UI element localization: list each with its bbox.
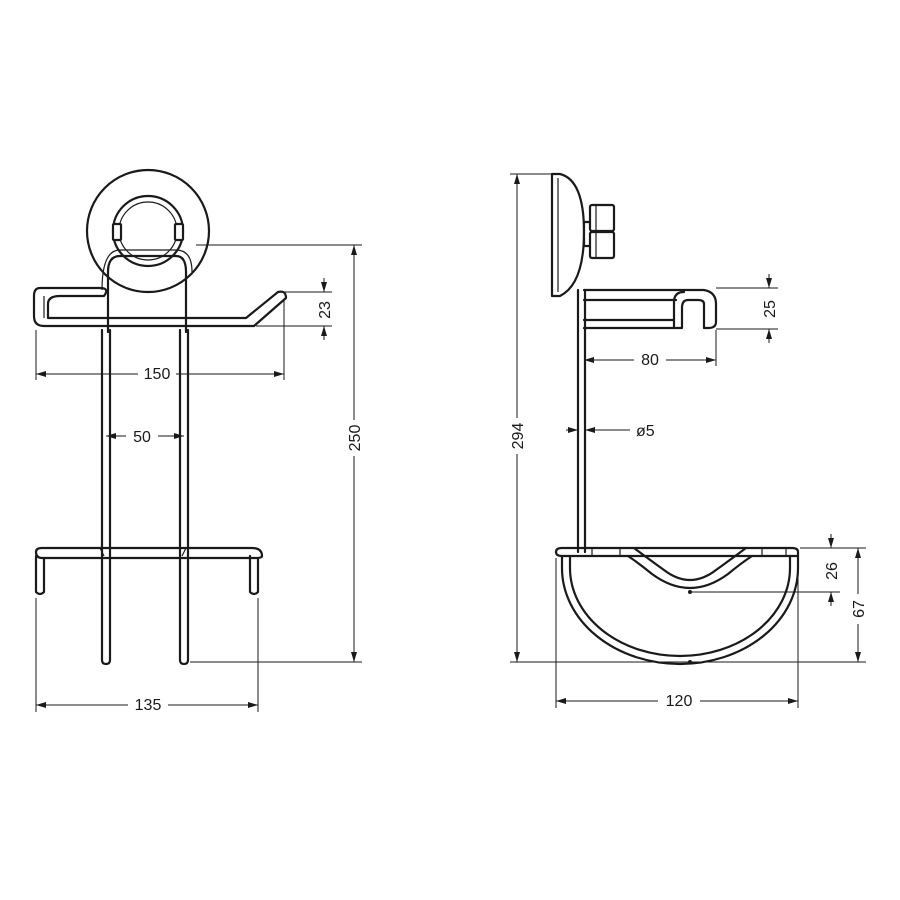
dim-label-cup-inner-depth: 26 xyxy=(824,562,841,580)
dim-total-height-side: 294 xyxy=(506,173,690,663)
dim-label-total-height-side: 294 xyxy=(510,423,527,450)
dim-rod-spacing: 50 xyxy=(106,426,184,446)
dim-cup-height: 67 xyxy=(692,547,869,663)
dim-label-cup-height: 67 xyxy=(851,600,868,618)
dim-shelf-height-side: 25 xyxy=(716,274,779,343)
dim-label-rod-diameter: ø5 xyxy=(636,423,655,440)
dim-label-cup-width: 120 xyxy=(666,693,693,710)
dim-label-base-width: 135 xyxy=(135,697,162,714)
wire-frame-side xyxy=(554,288,800,666)
dim-base-width: 135 xyxy=(35,598,259,714)
dim-total-height-front: 250 xyxy=(190,244,365,663)
dim-label-total-height-front: 250 xyxy=(347,425,364,452)
dim-cup-inner-depth: 26 xyxy=(692,534,841,606)
dim-shelf-height-front: 23 xyxy=(256,278,334,340)
side-view: 294 25 80 ø5 xyxy=(506,172,869,710)
dim-label-shelf-height-side: 25 xyxy=(762,300,779,318)
dim-label-rod-spacing: 50 xyxy=(133,429,151,446)
dim-cup-width: 120 xyxy=(555,558,799,710)
dim-top-width: 150 xyxy=(35,300,285,383)
suction-cup-front xyxy=(85,168,211,294)
front-view: 150 50 250 23 xyxy=(32,168,365,714)
dim-label-shelf-height-front: 23 xyxy=(317,301,334,319)
dim-shelf-depth: 80 xyxy=(584,330,717,369)
suction-cup-side xyxy=(550,172,616,298)
dim-label-shelf-depth: 80 xyxy=(641,352,659,369)
dim-rod-diameter: ø5 xyxy=(566,423,655,440)
wire-frame-front xyxy=(32,249,288,666)
dim-label-top-width: 150 xyxy=(144,366,171,383)
